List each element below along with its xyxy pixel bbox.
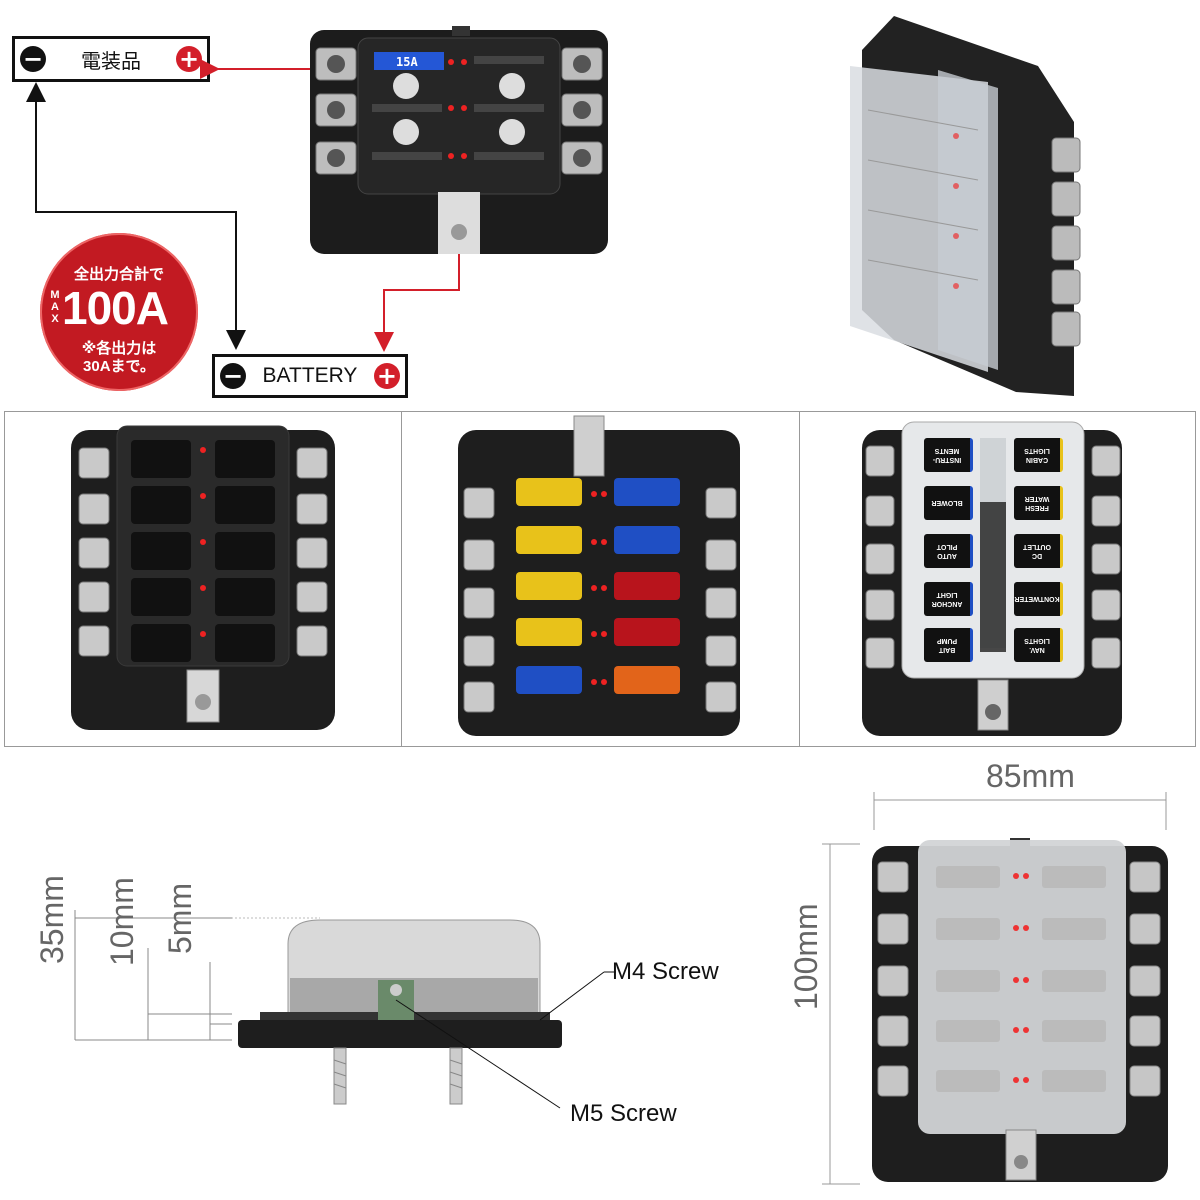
- fuse-array: [516, 478, 680, 694]
- circuit-label-right-2: DC OUTLET: [1014, 534, 1063, 568]
- badge-value: 100A: [62, 282, 169, 334]
- dim-10mm: 10mm: [104, 877, 140, 966]
- dim-35mm: 35mm: [34, 875, 70, 964]
- load-label-box: − 電装品 +: [12, 36, 210, 82]
- fuse-right-1: [614, 526, 680, 554]
- circuit-label-left-2: AUTO PILOT: [924, 534, 973, 568]
- plus-icon: +: [373, 363, 400, 389]
- max-current-badge: 全出力合計で MAX 100A ※各出力は 30Aまで。: [40, 233, 198, 391]
- fuse-left-0: [516, 478, 582, 506]
- fuse-box-labeled-cover: [862, 421, 1122, 736]
- fuse-box-clear-cover-angled: [850, 16, 1081, 396]
- fuse-rating-label: 15A: [396, 55, 418, 69]
- load-label: 電装品: [81, 50, 141, 73]
- badge-note2: 30Aまで。: [83, 358, 155, 375]
- m5-screw-label: M5 Screw: [570, 1100, 677, 1127]
- fuse-right-3: [614, 618, 680, 646]
- product-panel-2: [401, 411, 800, 747]
- dim-5mm: 5mm: [162, 882, 198, 954]
- minus-icon: −: [20, 46, 46, 72]
- badge-max: MAX: [50, 289, 60, 325]
- side-view-drawing: [74, 910, 616, 1109]
- fuse-right-2: [614, 572, 680, 600]
- circuit-label-right-4: NAV. LIGHTS: [1014, 628, 1063, 662]
- wiring-lines: [26, 59, 463, 352]
- product-panel-1: [4, 411, 402, 747]
- circuit-label-right-3: KONTWETER: [1014, 582, 1063, 616]
- dim-85mm: 85mm: [986, 758, 1075, 794]
- circuit-label-right-0: CABIN LIGHTS: [1014, 438, 1063, 472]
- circuit-label-left-4: BAIT PUMP: [924, 628, 973, 662]
- front-view-drawing: [822, 792, 1168, 1185]
- fuse-left-2: [516, 572, 582, 600]
- fuse-right-4: [614, 666, 680, 694]
- minus-icon: −: [220, 363, 246, 389]
- fuse-box-with-fuses: [458, 415, 740, 736]
- circuit-label-left-3: ANCHOR LIGHT: [924, 582, 973, 616]
- fuse-left-3: [516, 618, 582, 646]
- battery-label: BATTERY: [262, 364, 358, 387]
- fuse-left-4: [516, 666, 582, 694]
- circuit-label-right-1: FRESH WATER: [1014, 486, 1063, 520]
- badge-note1: ※各出力は: [81, 340, 157, 357]
- fuse-box-top-front: 15A: [310, 26, 608, 254]
- plus-icon: +: [176, 46, 202, 72]
- badge-line1: 全出力合計で: [73, 266, 164, 283]
- product-panel-3: INSTRU- MENTS CABIN LIGHTS BLOWER FRESH WAT…: [799, 411, 1196, 747]
- circuit-label-left-1: BLOWER: [924, 486, 973, 520]
- circuit-label-left-0: INSTRU- MENTS: [924, 438, 973, 472]
- m4-screw-label: M4 Screw: [612, 958, 719, 985]
- battery-label-box: − BATTERY +: [212, 354, 408, 398]
- fuse-box-empty: [71, 425, 335, 730]
- fuse-right-0: [614, 478, 680, 506]
- fuse-left-1: [516, 526, 582, 554]
